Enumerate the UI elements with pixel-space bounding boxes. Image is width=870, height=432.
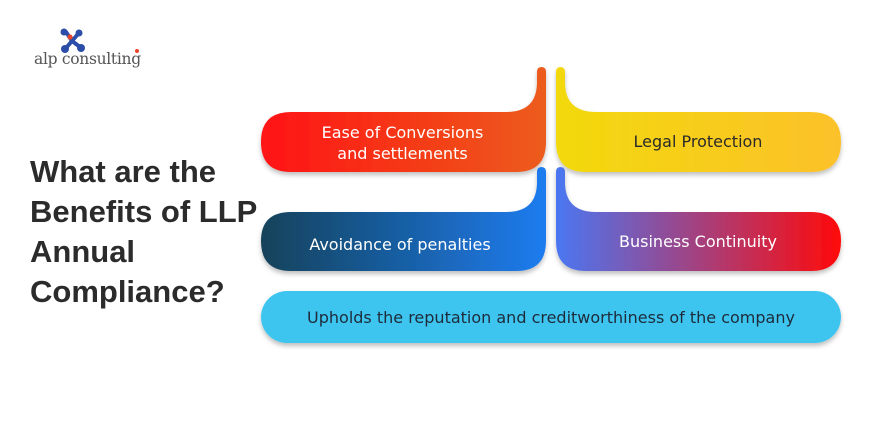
benefit-ease-of-conversions: Ease of Conversions and settlements [275,116,530,170]
page-title: What are the Benefits of LLP Annual Comp… [30,152,270,312]
brand-logo: alp consulting [34,28,164,72]
benefit-text: and settlements [337,144,468,163]
title-line: Annual [30,234,136,269]
title-line: What are the [30,154,217,189]
logo-mark-icon [60,28,85,53]
benefit-text: Ease of Conversions [321,123,484,142]
benefit-shape-reputation [261,291,841,343]
benefit-shape-legal-protection [556,67,841,172]
benefit-text: Legal Protection [633,131,763,151]
brand-name: alp consulting [34,50,141,68]
logo-dot-icon [135,49,139,53]
benefit-text: Upholds the reputation and creditworthin… [307,307,795,327]
benefit-shape-ease-of-conversions [261,67,546,172]
benefit-legal-protection: Legal Protection [570,112,826,170]
title-line: Benefits of LLP [30,194,258,229]
benefit-reputation: Upholds the reputation and creditworthin… [261,291,841,343]
title-line: Compliance? [30,274,225,309]
benefit-shape-business-continuity [556,167,841,271]
benefit-text: Avoidance of penalties [309,234,491,254]
benefit-text: Business Continuity [619,231,777,251]
benefit-business-continuity: Business Continuity [570,212,826,270]
benefit-avoidance-of-penalties: Avoidance of penalties [270,215,530,273]
benefit-shape-avoidance-of-penalties [261,167,546,271]
